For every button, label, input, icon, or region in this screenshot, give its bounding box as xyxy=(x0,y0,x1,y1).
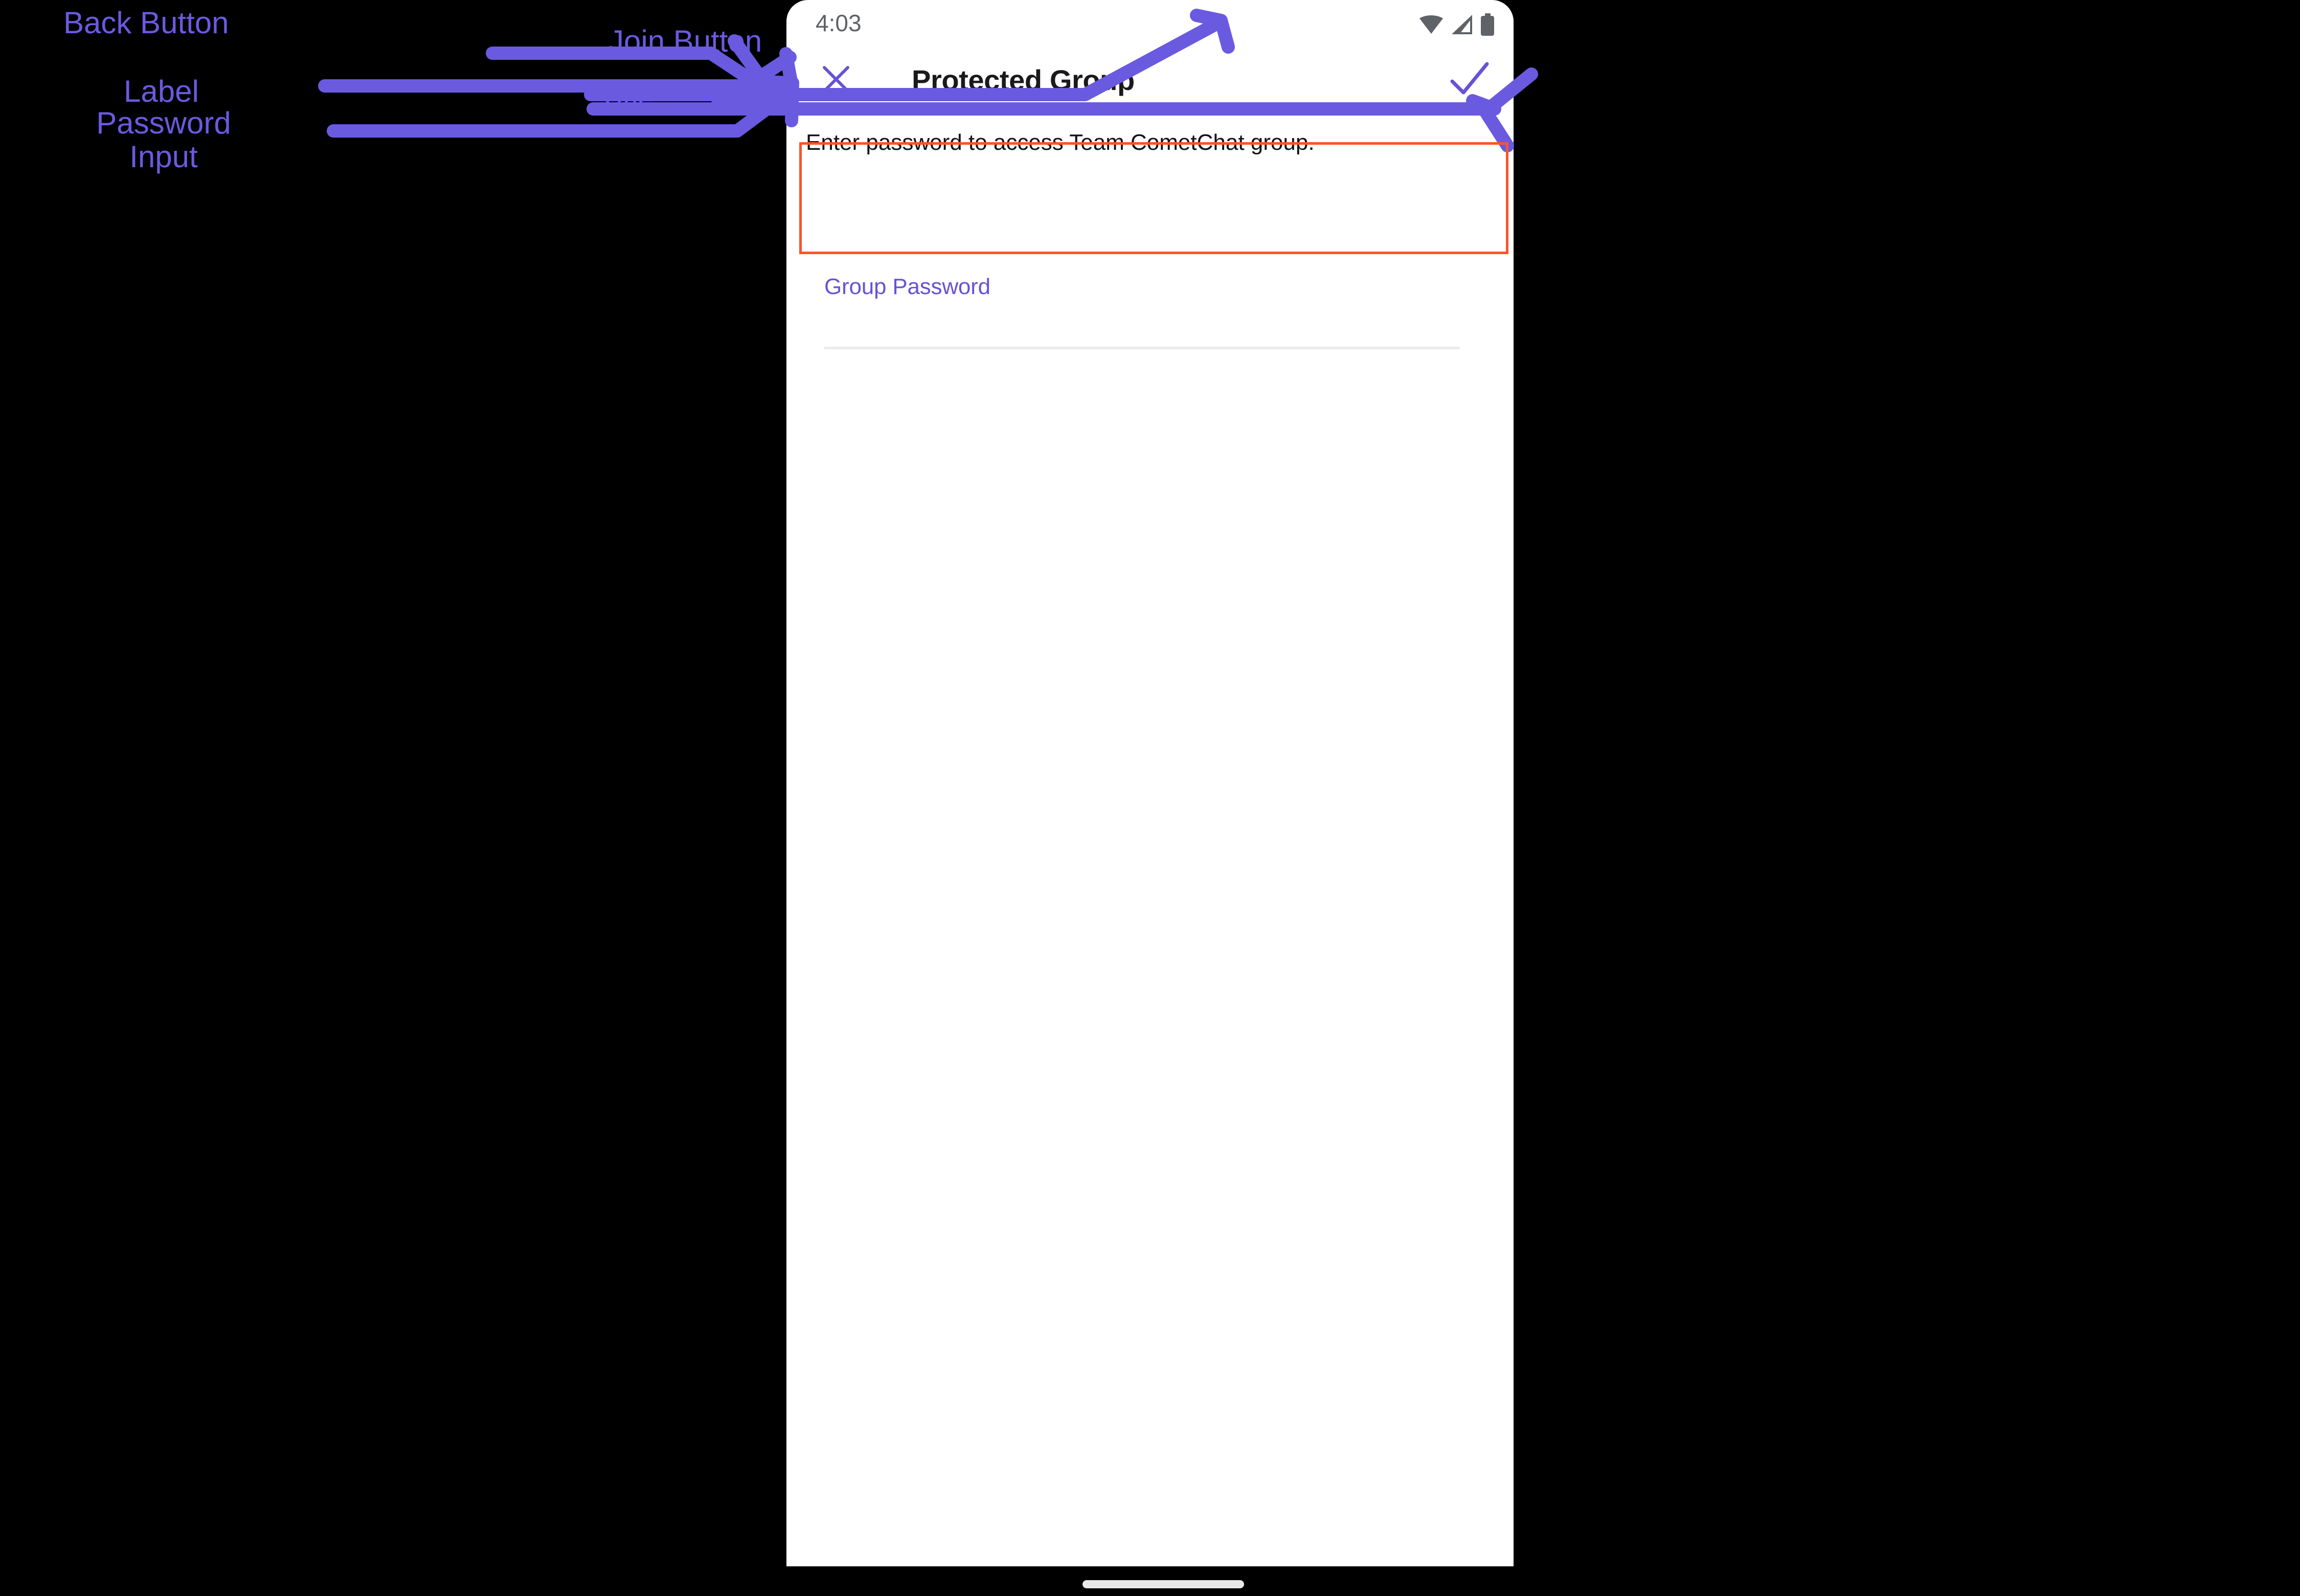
annotation-password-input: Password Input xyxy=(96,106,231,174)
wifi-icon xyxy=(1418,15,1444,34)
app-bar: Protected Group xyxy=(786,49,1514,110)
phone-frame: 4:03 xyxy=(786,0,1514,1566)
join-button[interactable] xyxy=(1446,56,1493,103)
page-title: Protected Group xyxy=(912,64,1135,96)
annotation-back-button: Back Button xyxy=(63,6,229,40)
annotation-label: Label xyxy=(124,74,199,108)
highlight-box-description xyxy=(799,142,1508,254)
annotation-join-button: Join Button xyxy=(608,24,762,58)
back-button[interactable] xyxy=(816,60,856,100)
battery-icon xyxy=(1480,13,1495,36)
status-bar: 4:03 xyxy=(786,0,1514,49)
home-indicator[interactable] xyxy=(1083,1580,1244,1588)
signal-icon xyxy=(1451,14,1473,35)
group-password-label: Group Password xyxy=(824,274,990,299)
screen-content: Enter password to access Team CometChat … xyxy=(786,110,1514,1566)
group-password-input[interactable] xyxy=(824,347,1460,349)
status-bar-clock: 4:03 xyxy=(816,10,862,36)
close-x-icon xyxy=(820,63,852,98)
arrow-password-input xyxy=(327,84,797,138)
status-bar-icons xyxy=(1418,11,1495,38)
annotation-title: Title xyxy=(598,81,656,116)
arrow-back-button-head xyxy=(711,34,781,110)
arrow-label xyxy=(318,51,797,93)
arrow-back-button xyxy=(486,47,778,100)
check-icon xyxy=(1446,59,1493,101)
